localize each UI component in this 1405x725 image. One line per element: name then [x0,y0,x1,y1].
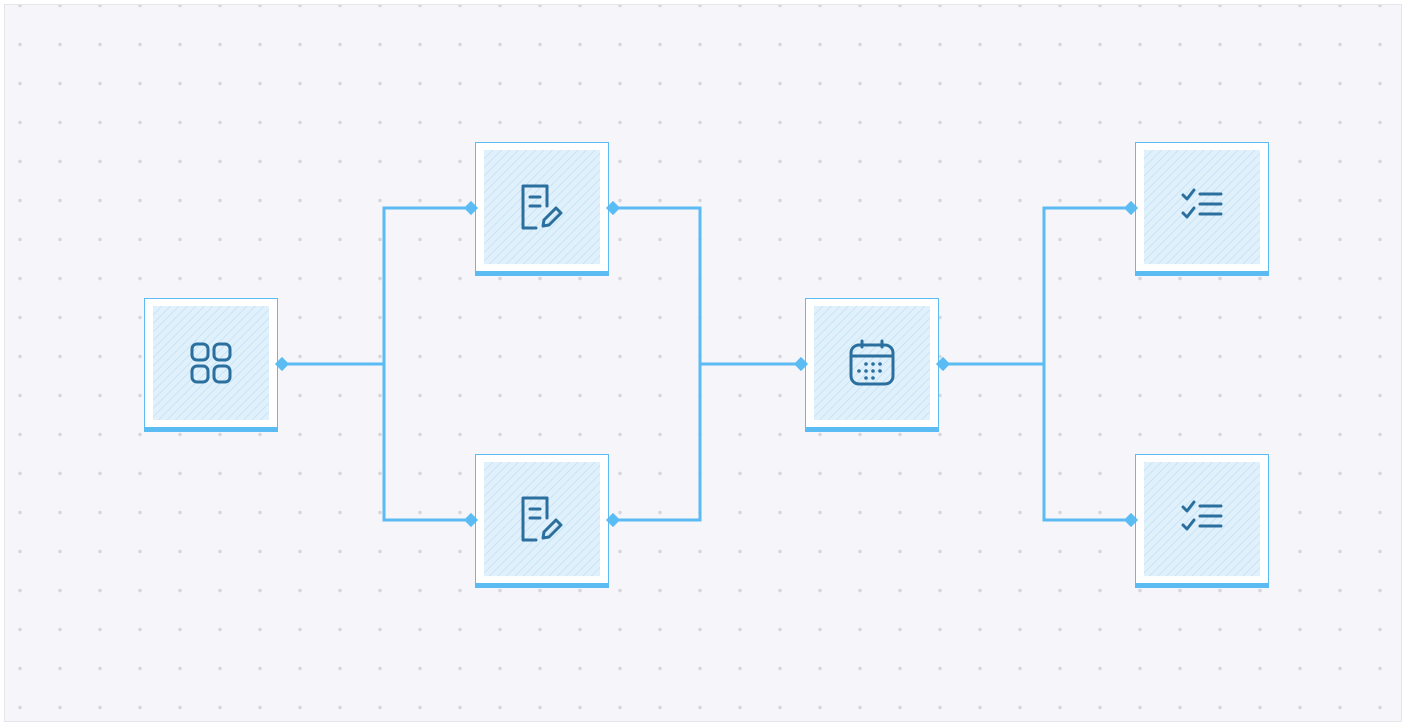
node-checklist-top[interactable] [1135,142,1269,276]
node-checklist-top-body [1144,150,1260,264]
checklist-icon [1181,188,1223,219]
node-edit-bottom-body [484,462,600,576]
node-apps-body [153,306,269,420]
node-edit-bottom[interactable] [475,454,609,588]
apps-grid-icon [190,342,232,384]
checklist-icon [1181,500,1223,531]
node-edit-top-body [484,150,600,264]
document-edit-icon [521,184,563,230]
node-calendar-body [814,306,930,420]
node-edit-top[interactable] [475,142,609,276]
node-checklist-bottom[interactable] [1135,454,1269,588]
document-edit-icon [521,496,563,542]
node-apps[interactable] [144,298,278,432]
calendar-icon [849,339,895,386]
node-calendar[interactable] [805,298,939,432]
node-checklist-bottom-body [1144,462,1260,576]
